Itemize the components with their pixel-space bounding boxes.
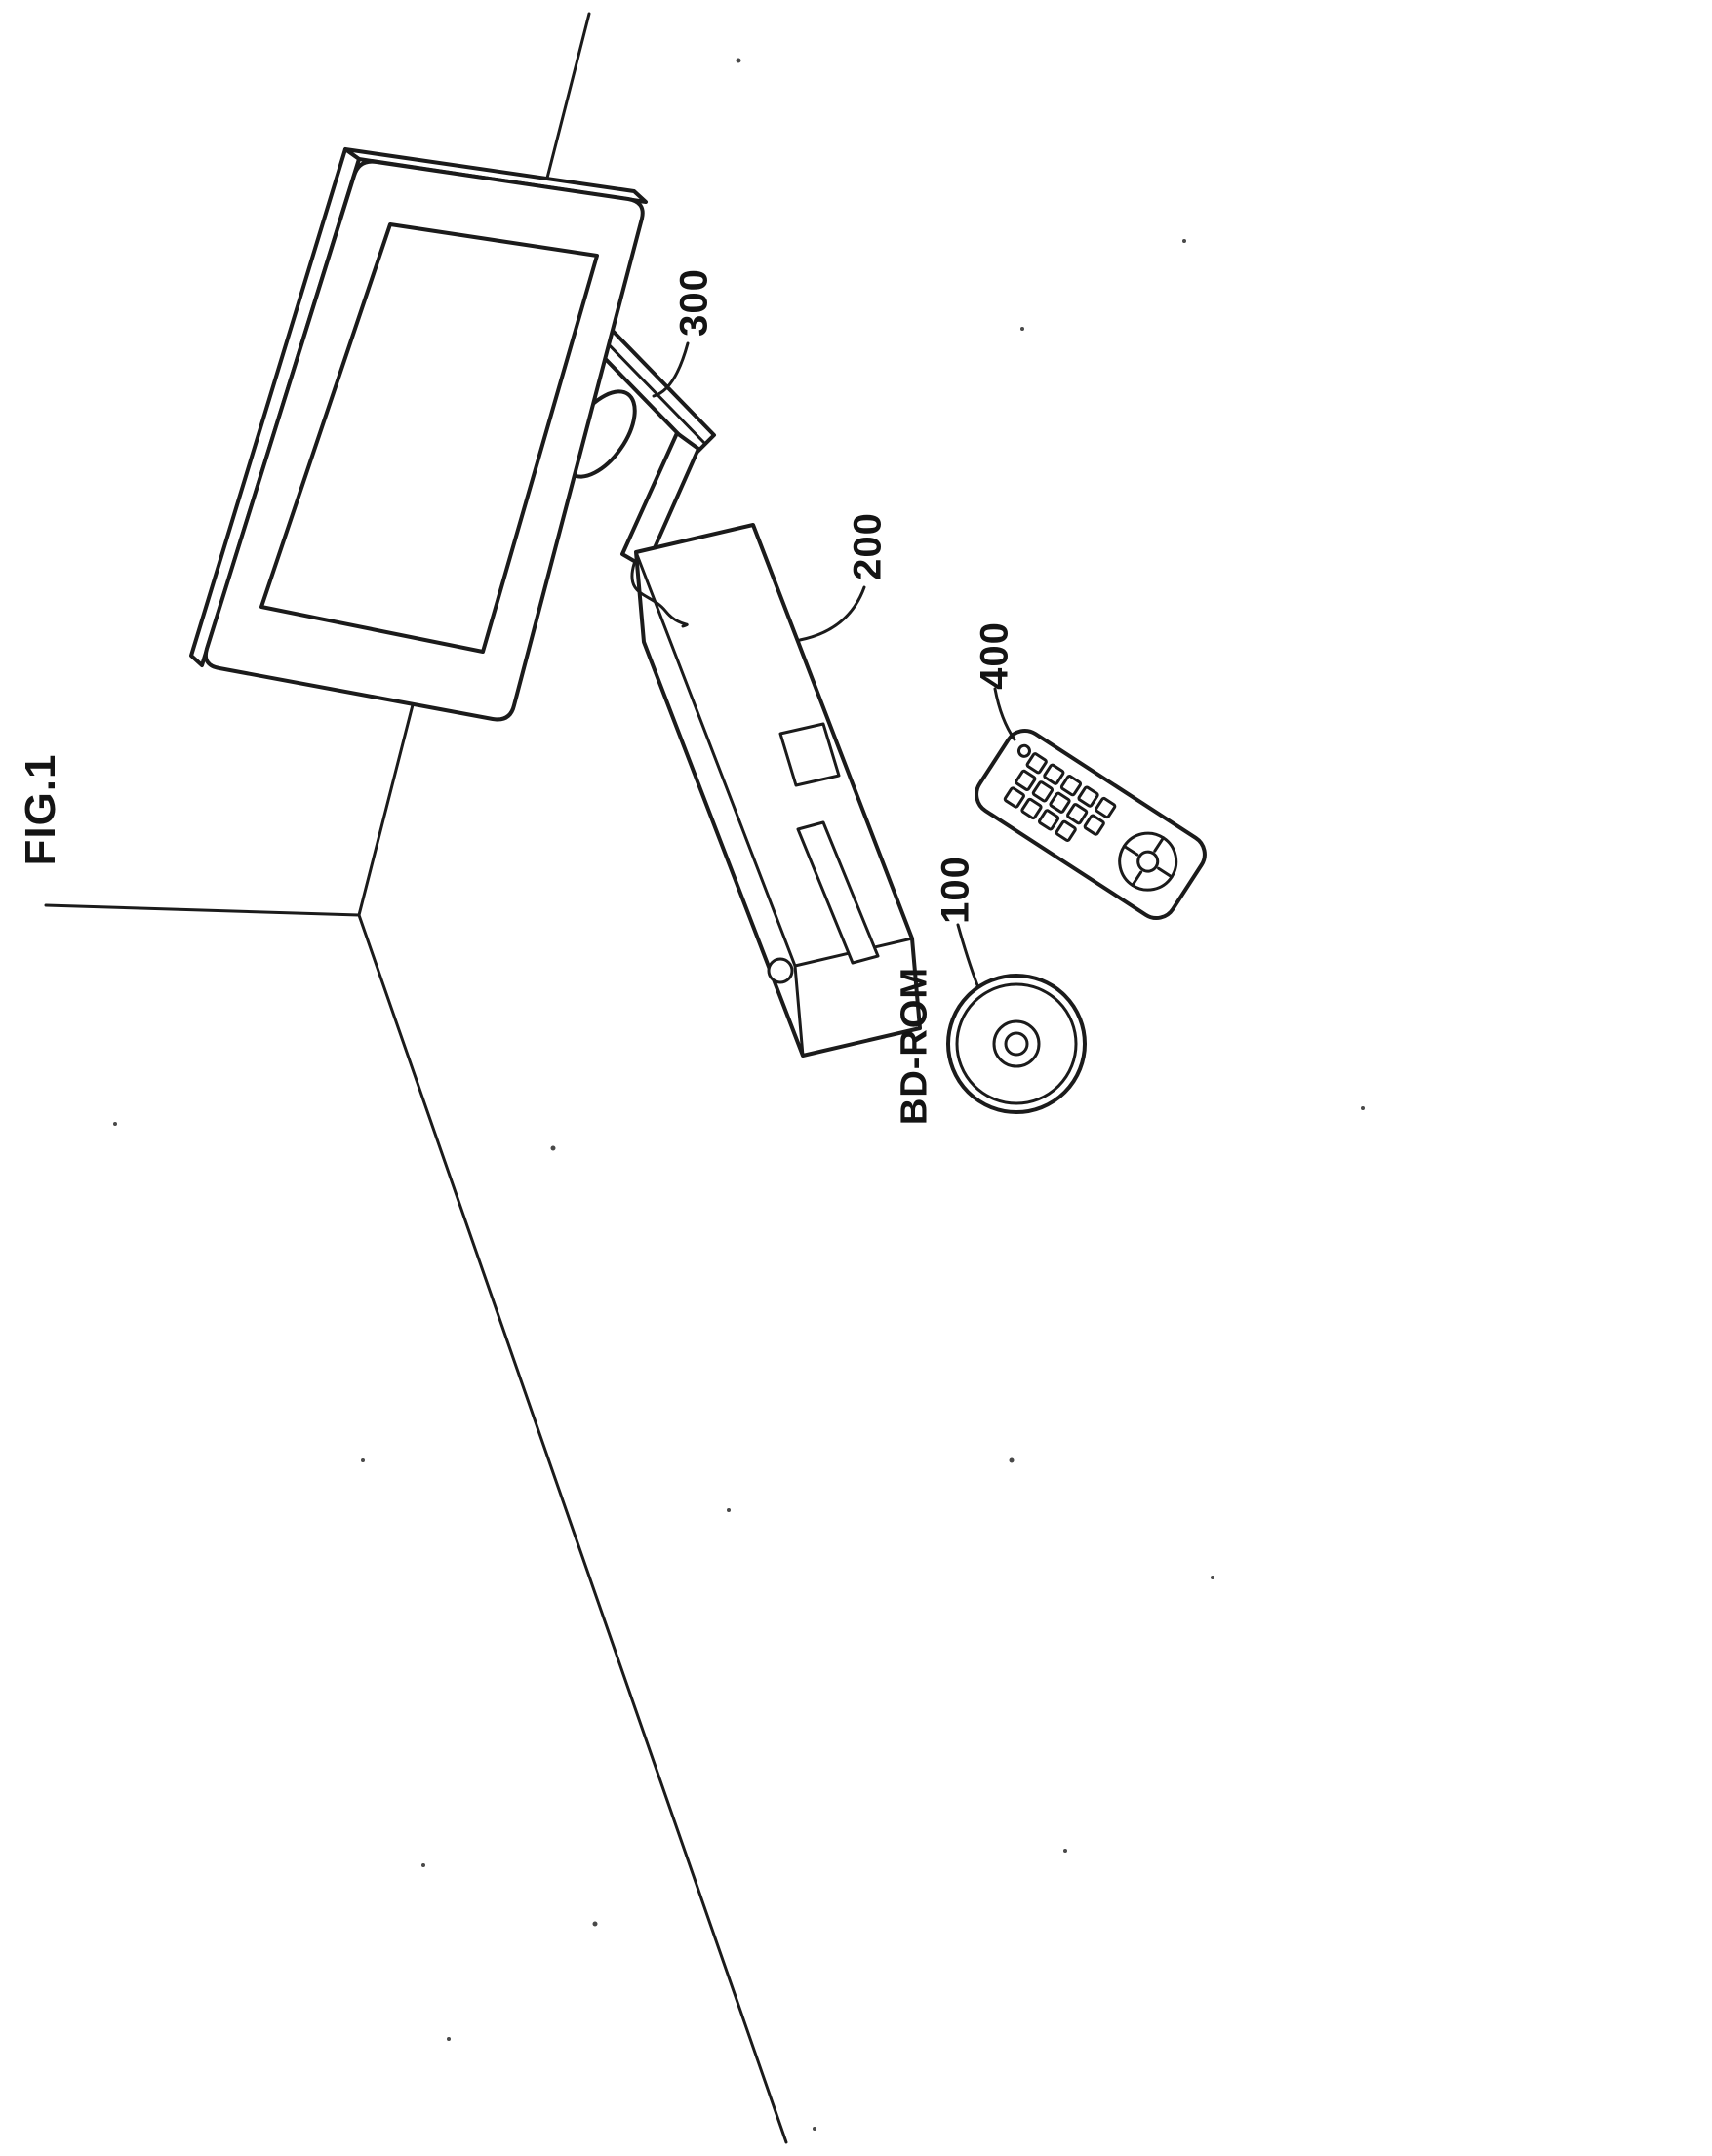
player-disc-tray bbox=[796, 820, 880, 965]
remote-power-led bbox=[1016, 743, 1031, 758]
disc-rim-line bbox=[955, 982, 1078, 1105]
leader-line-400 bbox=[993, 687, 1016, 741]
leader-line-300 bbox=[652, 341, 690, 398]
leader-lines bbox=[652, 341, 1016, 987]
remote-dpad bbox=[1118, 831, 1178, 892]
disc-hub bbox=[992, 1019, 1041, 1068]
remote-button-grid bbox=[1003, 752, 1117, 842]
player-power-button bbox=[767, 957, 794, 984]
leader-line-200 bbox=[798, 585, 866, 642]
bd-player bbox=[634, 523, 922, 1058]
figure-title: FIG.1 bbox=[17, 753, 64, 866]
player-top-front-fold bbox=[634, 550, 797, 968]
left-wall-line bbox=[44, 903, 361, 917]
ref-label-300: 300 bbox=[672, 268, 716, 337]
remote-body bbox=[975, 728, 1207, 921]
scan-speck-dots bbox=[113, 58, 1365, 2131]
tv-display bbox=[189, 147, 648, 722]
ref-label-200: 200 bbox=[846, 512, 890, 580]
connection-cable bbox=[630, 562, 689, 628]
disc-caption-label: BD-ROM bbox=[894, 966, 936, 1126]
tv-screen bbox=[259, 222, 599, 654]
floor-edge-line bbox=[357, 913, 788, 2144]
disc-center-hole bbox=[1004, 1031, 1029, 1057]
cable-line bbox=[630, 562, 689, 628]
leader-line-100 bbox=[956, 923, 979, 987]
bd-rom-disc bbox=[946, 974, 1087, 1114]
disc-outer-edge bbox=[946, 974, 1087, 1114]
player-display-window bbox=[778, 722, 841, 787]
ref-label-100: 100 bbox=[934, 856, 977, 924]
ref-label-400: 400 bbox=[973, 621, 1016, 690]
remote-control bbox=[975, 728, 1207, 921]
tv-left-depth-edge bbox=[189, 147, 361, 667]
